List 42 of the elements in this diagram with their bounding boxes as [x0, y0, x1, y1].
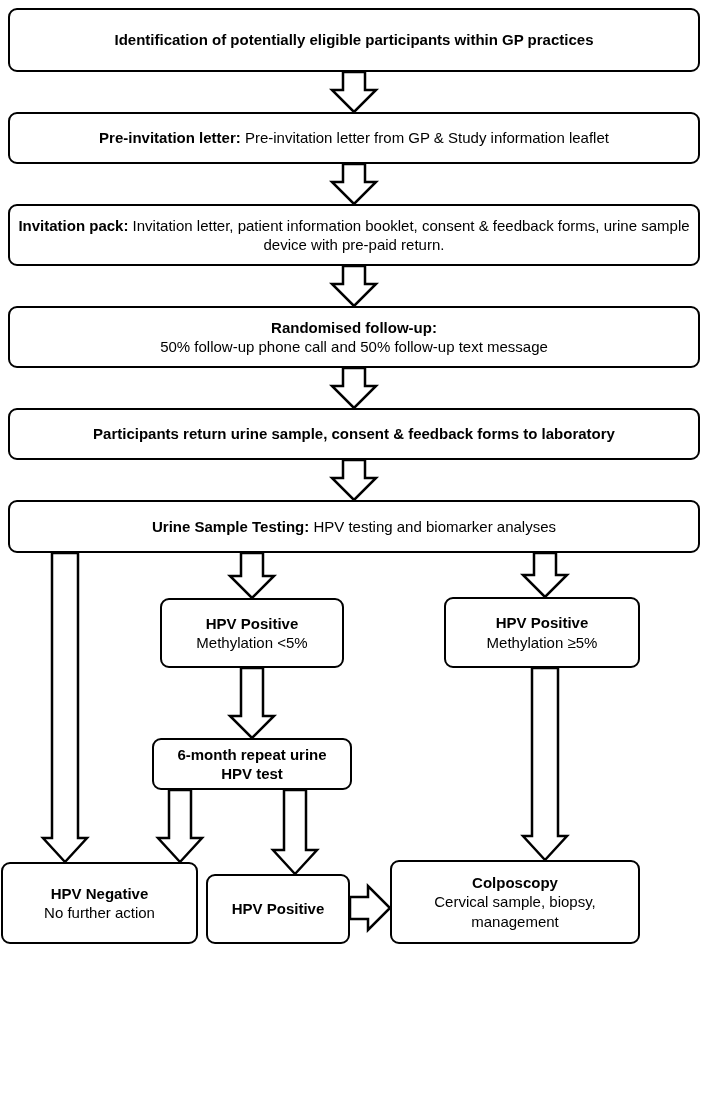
process-box — [8, 112, 700, 164]
box-heading: HPV Positive — [495, 613, 589, 633]
process-box — [1, 862, 198, 944]
box-text: Methylation ≥5% — [486, 632, 598, 652]
process-box — [160, 598, 344, 668]
block-arrow — [227, 666, 277, 740]
box-text: HPV Positive — [231, 899, 325, 919]
box-heading: HPV Positive — [205, 613, 299, 633]
block-arrow — [329, 366, 379, 410]
box-heading: Randomised follow-up: — [271, 317, 437, 337]
process-box — [8, 204, 700, 266]
block-arrow — [40, 551, 90, 864]
block-arrow — [520, 551, 570, 599]
box-text: 6-month repeat urine HPV test — [176, 744, 328, 784]
block-arrow — [329, 264, 379, 308]
process-box — [206, 874, 350, 944]
block-arrow — [348, 883, 392, 933]
process-box — [8, 306, 700, 368]
box-text: Invitation pack: Invitation letter, patient information booklet, consent & feedback forms, urine sample device with pre-paid return. — [18, 215, 690, 255]
process-box — [444, 597, 640, 668]
box-text: 50% follow-up phone call and 50% follow-up text message — [160, 337, 548, 357]
process-box — [8, 500, 700, 553]
block-arrow — [329, 162, 379, 206]
box-text: Urine Sample Testing: HPV testing and biomarker analyses — [151, 516, 557, 537]
block-arrow — [520, 666, 570, 862]
box-text: Methylation <5% — [196, 633, 308, 653]
process-box — [8, 408, 700, 460]
block-arrow — [270, 788, 320, 876]
box-text: Pre-invitation letter: Pre-invitation letter from GP & Study information leaflet — [99, 128, 609, 148]
process-box — [8, 8, 700, 72]
process-box — [390, 860, 640, 944]
block-arrow — [227, 551, 277, 600]
box-heading: Colposcopy — [472, 872, 558, 893]
box-heading: HPV Negative — [50, 883, 149, 903]
box-text: Identification of potentially eligible participants within GP practices — [114, 30, 594, 50]
block-arrow — [155, 788, 205, 864]
block-arrow — [329, 458, 379, 502]
box-text: No further action — [44, 903, 155, 923]
box-text: Cervical sample, biopsy, management — [433, 892, 597, 932]
block-arrow — [329, 70, 379, 114]
process-box — [152, 738, 352, 790]
box-text: Participants return urine sample, consent & feedback forms to laboratory — [93, 424, 615, 444]
